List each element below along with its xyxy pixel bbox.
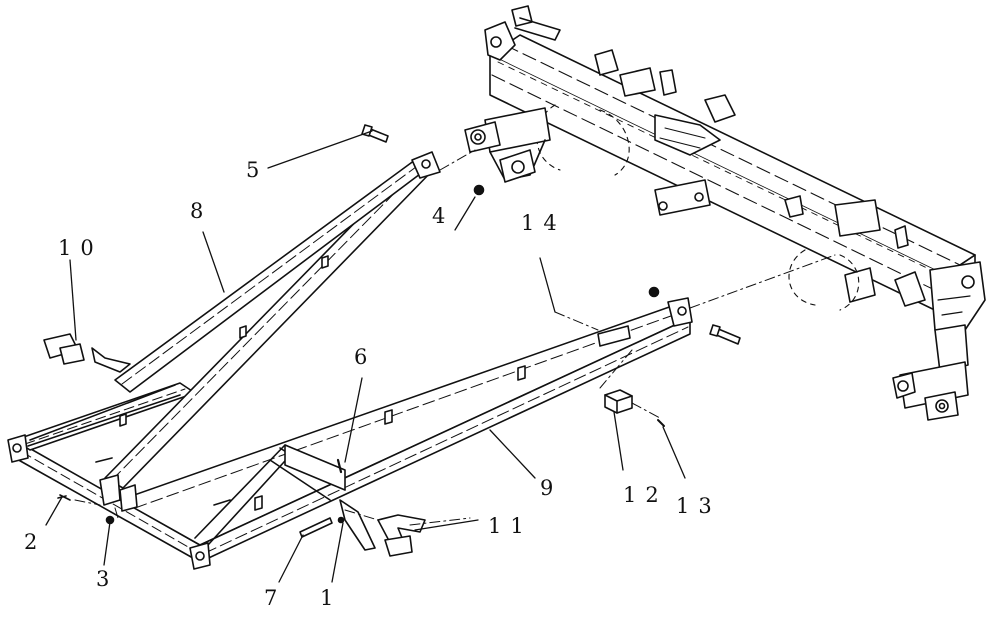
callout-14: 14 [521, 211, 566, 235]
callout-13: 13 [676, 494, 721, 518]
bracket-10 [43, 333, 131, 373]
callout-5: 5 [246, 158, 269, 182]
callout-12: 12 [623, 483, 668, 507]
leader-lines [45, 130, 686, 583]
callout-11: 11 [488, 514, 533, 538]
callout-9: 9 [540, 476, 563, 500]
pin-13-right [709, 324, 741, 345]
callout-6: 6 [354, 345, 377, 369]
callout-1: 1 [320, 586, 343, 610]
callout-3: 3 [96, 567, 119, 591]
callout-4: 4 [432, 204, 455, 228]
callout-7: 7 [264, 586, 287, 610]
beam-brackets [484, 5, 926, 307]
alignment-lines [74, 149, 836, 526]
bracket-11 [339, 499, 426, 557]
upper-hitch-arm [464, 107, 551, 183]
callout-2: 2 [24, 530, 47, 554]
block-12 [604, 389, 633, 414]
lower-hitch-arm [892, 324, 969, 421]
callout-10: 10 [58, 236, 103, 260]
wing-frame [7, 151, 693, 570]
callout-8: 8 [190, 199, 213, 223]
